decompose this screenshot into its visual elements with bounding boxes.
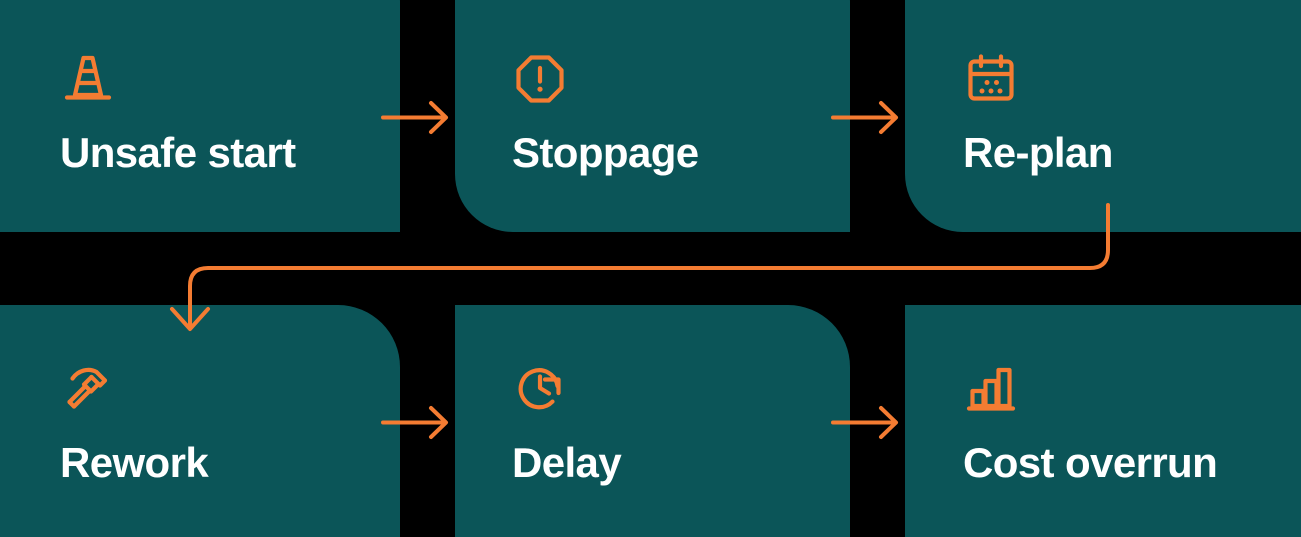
node-card-cost-overrun[interactable]: Cost overrun <box>905 305 1301 537</box>
node-label: Cost overrun <box>963 439 1218 486</box>
node-card-re-plan[interactable]: Re-plan <box>905 0 1301 232</box>
clock-rotate-icon <box>512 360 568 416</box>
node-card-stoppage[interactable]: Stoppage <box>455 0 850 232</box>
node-card-unsafe-start[interactable]: Unsafe start <box>0 0 400 232</box>
bar-chart-icon <box>963 360 1019 416</box>
hammer-icon <box>60 360 116 416</box>
node-label: Delay <box>512 439 622 486</box>
node-card-delay[interactable]: Delay <box>455 305 850 537</box>
traffic-cone-icon <box>60 50 116 106</box>
node-card-rework[interactable]: Rework <box>0 305 400 537</box>
node-label: Rework <box>60 439 209 486</box>
calendar-icon <box>963 50 1019 106</box>
node-label: Re-plan <box>963 129 1113 176</box>
node-label: Stoppage <box>512 129 699 176</box>
node-label: Unsafe start <box>60 129 296 176</box>
stop-octagon-alert-icon <box>512 50 568 106</box>
